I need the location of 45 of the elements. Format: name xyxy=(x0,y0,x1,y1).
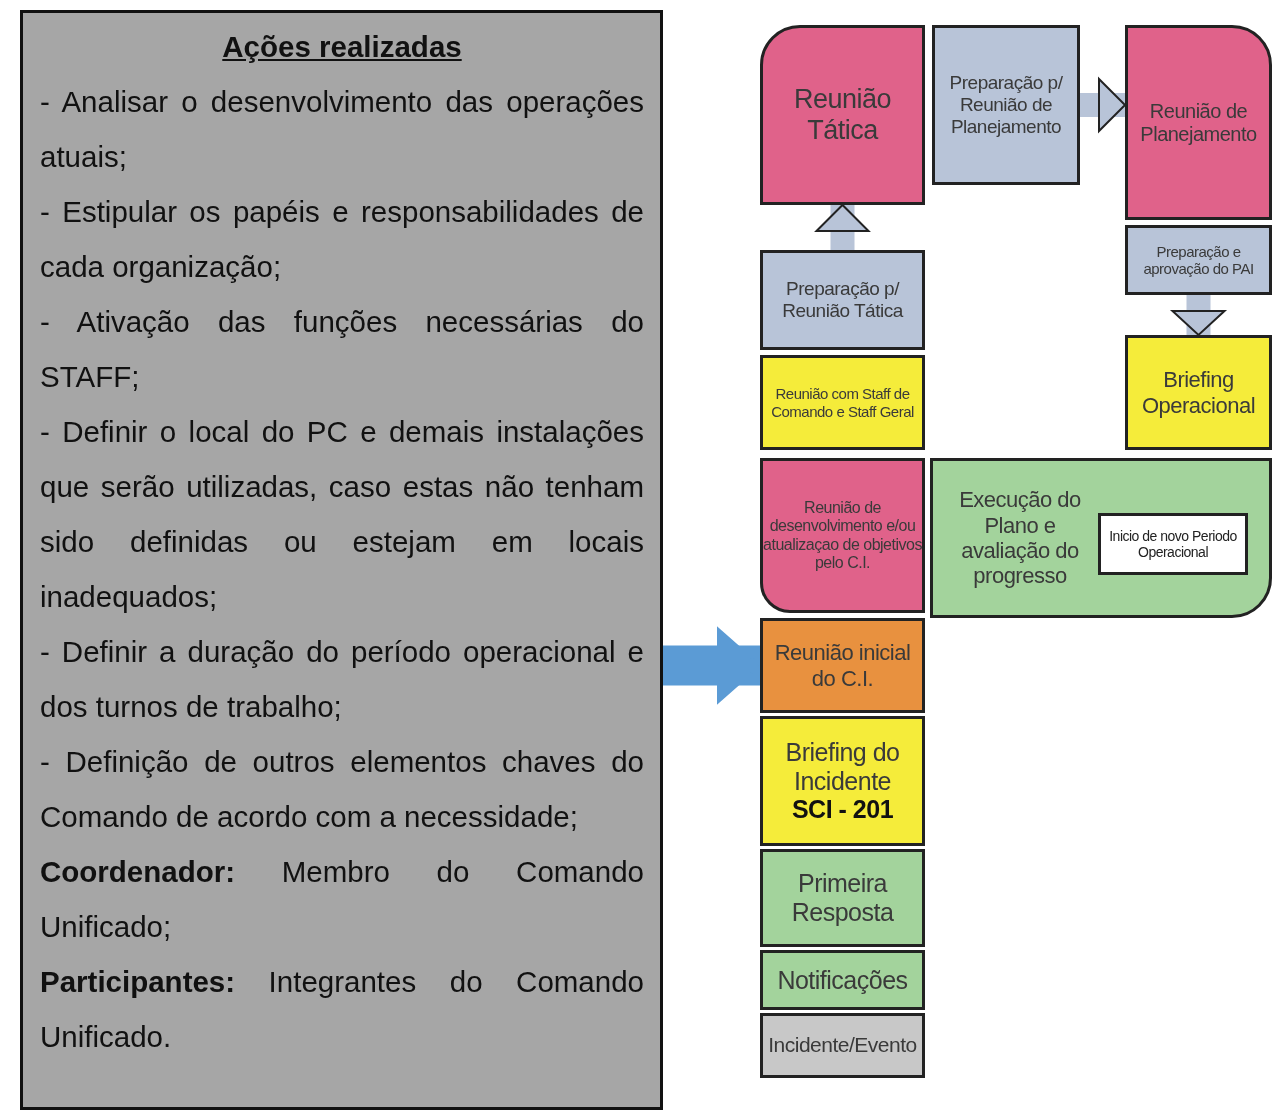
step-box xyxy=(760,25,925,205)
block-arrow xyxy=(663,627,761,704)
list-item-text: - Ativação das funções necessárias do STAFF; xyxy=(40,304,644,395)
step-box xyxy=(760,1013,925,1078)
step-box xyxy=(760,716,925,846)
list-item-text: - Analisar o desenvolvimento das operações atuais; xyxy=(40,84,644,175)
list-item-text: Participantes: Integrantes do Comando Unificado. xyxy=(40,964,644,1055)
list-item-text: - Definir o local do PC e demais instalações que serão utilizadas, caso estas não tenham sido definidas ou estejam em locais inadequados; xyxy=(40,414,644,615)
step-label: Reunião com Staff de Comando e Staff Geral xyxy=(770,385,915,420)
step-label: Incidente/Evento xyxy=(768,1033,917,1058)
step-box xyxy=(760,458,925,613)
step-box xyxy=(930,458,1272,618)
step-label: Briefing do Incidente xyxy=(784,737,901,796)
step-label: Reunião de Planejamento xyxy=(1139,99,1258,146)
list-item-text: - Definição de outros elementos chaves do Comando de acordo com a necessidade; xyxy=(40,744,644,835)
step-box xyxy=(932,25,1080,185)
step-box xyxy=(760,250,925,350)
step-box xyxy=(760,618,925,713)
note-box xyxy=(1098,513,1248,575)
step-box xyxy=(760,849,925,947)
step-label: Reunião de desenvolvimento e/ou atualizaçao de objetivos pelo C.I. xyxy=(763,498,922,573)
step-box xyxy=(1125,335,1272,450)
step-label: Reunião inicial do C.I. xyxy=(773,640,912,691)
step-box xyxy=(760,355,925,450)
step-label: Preparação e aprovação do PAI xyxy=(1142,242,1255,278)
text-panel xyxy=(20,10,663,1110)
step-label: Primeira Resposta xyxy=(790,869,895,927)
block-arrow xyxy=(815,204,870,250)
list-item-text: - Definir a duração do período operacional e dos turnos de trabalho; xyxy=(40,634,644,725)
step-label: Preparação p/ Reunião Tática xyxy=(781,278,905,322)
step-label: Execução do Plano e avaliação do progresso xyxy=(958,487,1082,589)
step-box xyxy=(1125,25,1272,220)
step-label: Inicio de novo Periodo Operacional xyxy=(1108,527,1238,561)
block-arrow xyxy=(1171,295,1226,336)
step-label: Preparação p/ Reunião de Planejamento xyxy=(948,72,1064,138)
step-box xyxy=(760,950,925,1010)
step-label: Briefing Operacional xyxy=(1140,367,1257,418)
list-item-text: - Estipular os papéis e responsabilidades de cada organização; xyxy=(40,194,644,285)
step-label: Reunião Tática xyxy=(792,83,893,147)
step-label: SCI - 201 xyxy=(791,795,894,825)
block-arrow xyxy=(1080,78,1126,132)
list-item-text: Coordenador: Membro do Comando Unificado; xyxy=(40,854,644,945)
step-box xyxy=(1125,225,1272,295)
section-heading: Ações realizadas xyxy=(221,29,463,65)
step-label: Notificações xyxy=(777,965,908,995)
